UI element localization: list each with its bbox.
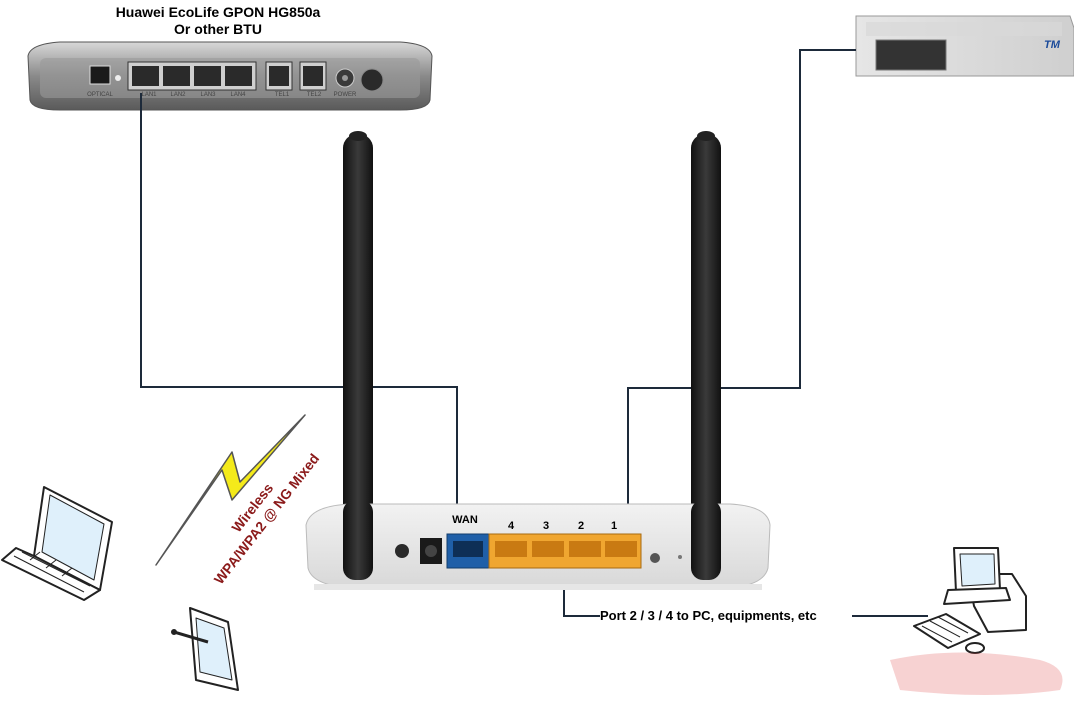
antenna-left xyxy=(343,131,373,580)
ont-port-lan4-label: LAN4 xyxy=(230,92,246,98)
tm-logo: TM xyxy=(1044,39,1061,51)
wan-label: WAN xyxy=(452,514,478,526)
ont-port-tel1-label: TEL1 xyxy=(275,92,290,98)
router-device xyxy=(305,500,771,590)
lan-port-1-label: 1 xyxy=(611,520,617,532)
lan-port-4-label: 4 xyxy=(508,520,515,532)
ont-port-tel2-label: TEL2 xyxy=(307,92,322,98)
lightning-bolt-icon xyxy=(155,414,306,566)
tm-set-top-box: TM xyxy=(855,15,1074,77)
ont-port-lan2-label: LAN2 xyxy=(170,92,186,98)
ont-title-line1: Huawei EcoLife GPON HG850a xyxy=(116,4,321,20)
ont-port-power-label: POWER xyxy=(334,92,357,98)
antenna-right xyxy=(691,131,721,580)
cable-ont-to-wan xyxy=(140,93,458,542)
ont-port-lan1-label: LAN1 xyxy=(141,92,157,98)
tablet-icon xyxy=(171,607,239,691)
ont-port-lan3-label: LAN3 xyxy=(200,92,216,98)
lan-port-3-label: 3 xyxy=(543,520,549,532)
ont-title-line2: Or other BTU xyxy=(174,21,262,37)
watermark xyxy=(890,652,1063,695)
ports-note: Port 2 / 3 / 4 to PC, equipments, etc xyxy=(600,608,817,623)
desktop-pc-icon xyxy=(913,547,1027,654)
ont-port-optical-label: OPTICAL xyxy=(87,92,113,98)
cable-stb-to-lan1 xyxy=(627,49,856,542)
laptop-icon xyxy=(1,486,113,601)
ont-device: OPTICAL LAN1 LAN2 LAN3 LAN4 TEL1 TEL2 PO… xyxy=(27,41,433,111)
lan-port-2-label: 2 xyxy=(578,520,584,532)
